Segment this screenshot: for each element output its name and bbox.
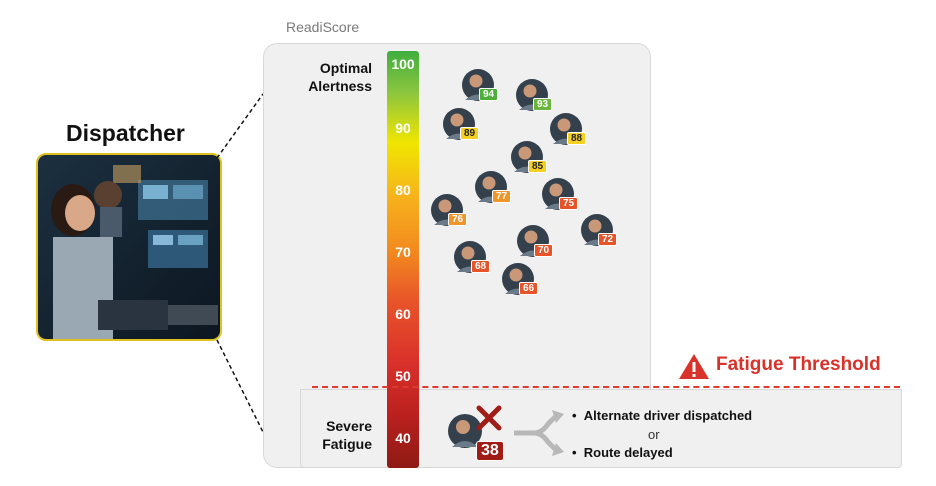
driver-score-badge: 68 (471, 260, 491, 273)
label-line: Alertness (308, 78, 372, 94)
warning-icon (679, 354, 709, 379)
tick-50: 50 (395, 368, 411, 384)
driver-score-badge: 85 (528, 160, 548, 173)
driver-76: 76 (430, 193, 468, 232)
driver-avatar-icon (448, 414, 482, 448)
action-or: or (648, 427, 660, 442)
driver-score-badge: 72 (598, 233, 618, 246)
dispatcher-title: Dispatcher (66, 120, 185, 146)
driver-68: 68 (453, 240, 491, 279)
driver-score-badge: 70 (534, 244, 554, 257)
tick-60: 60 (395, 306, 411, 322)
action-option-1: • Alternate driver dispatched (572, 408, 752, 423)
label-line: Severe (326, 418, 372, 434)
readiscore-label: ReadiScore (286, 19, 360, 35)
label-line: Optimal (319, 60, 372, 76)
split-arrow-icon (514, 410, 564, 456)
severe-fatigue-label: Severe Fatigue (292, 417, 372, 453)
tick-100: 100 (391, 56, 415, 72)
fatigue-threshold-line (312, 386, 900, 388)
bullet-dot: • (572, 445, 584, 460)
driver-88: 88 (549, 112, 587, 151)
driver-70: 70 (516, 224, 554, 263)
connector-lines (216, 93, 264, 433)
bullet-dot: • (572, 408, 584, 423)
driver-72: 72 (580, 213, 618, 252)
fatigued-driver (447, 413, 483, 454)
readiscore-gradient-bar (387, 51, 419, 468)
action-option-2: • Route delayed (572, 445, 673, 460)
action-option-1-text: Alternate driver dispatched (583, 408, 753, 423)
dispatcher-photo (36, 153, 222, 341)
driver-89: 89 (442, 107, 480, 146)
driver-66: 66 (501, 262, 539, 301)
driver-score-badge: 76 (448, 213, 468, 226)
optimal-alertness-label: Optimal Alertness (292, 59, 372, 95)
driver-94: 94 (461, 68, 499, 107)
driver-93: 93 (515, 78, 553, 117)
tick-70: 70 (395, 244, 411, 260)
driver-score-badge: 93 (533, 98, 553, 111)
driver-score-badge: 66 (519, 282, 539, 295)
driver-75: 75 (541, 177, 579, 216)
driver-score-badge: 75 (559, 197, 579, 210)
driver-score-badge: 89 (460, 127, 480, 140)
fatigue-threshold-label: Fatigue Threshold (716, 354, 881, 375)
fatigued-score-badge: 38 (476, 441, 504, 461)
tick-90: 90 (395, 120, 411, 136)
tick-80: 80 (395, 182, 411, 198)
driver-77: 77 (474, 170, 512, 209)
driver-score-badge: 94 (479, 88, 499, 101)
driver-85: 85 (510, 140, 548, 179)
action-option-2-text: Route delayed (583, 445, 673, 460)
label-line: Fatigue (322, 436, 372, 452)
reject-x-icon (476, 405, 502, 431)
driver-score-badge: 77 (492, 190, 512, 203)
tick-40: 40 (395, 430, 411, 446)
driver-score-badge: 88 (567, 132, 587, 145)
